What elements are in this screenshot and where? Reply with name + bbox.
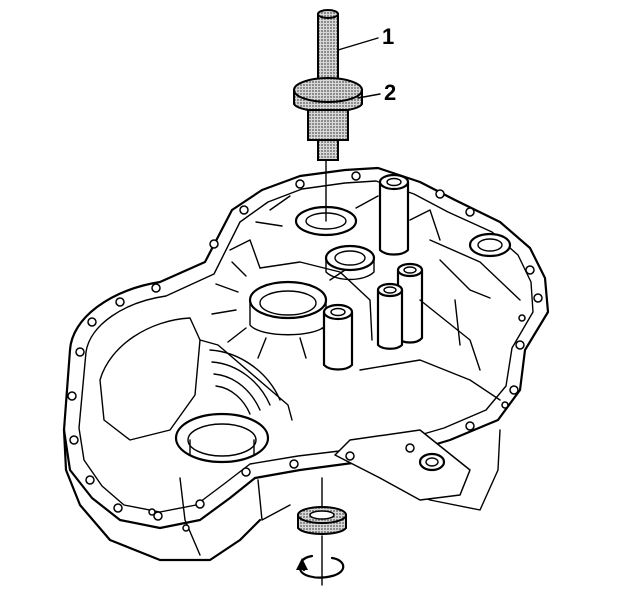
rotate-arrow-icon [296,535,345,586]
tool-driver [307,109,349,141]
tool-handle [317,13,339,81]
callout-2: 2 [357,80,396,105]
lower-right-boss [418,452,446,472]
bolt-holes [67,171,543,532]
tool-pilot [317,139,339,161]
lower-bore [174,412,270,464]
installer-tool [293,9,363,222]
callout-1-label: 1 [382,24,394,49]
callout-1: 1 [337,24,394,51]
callout-2-label: 2 [384,80,396,105]
center-bore [211,261,349,359]
bottom-seal [297,477,347,535]
right-bore [468,232,512,258]
bosses [322,173,424,371]
transaxle-case [62,166,550,562]
middle-bore [324,244,376,281]
